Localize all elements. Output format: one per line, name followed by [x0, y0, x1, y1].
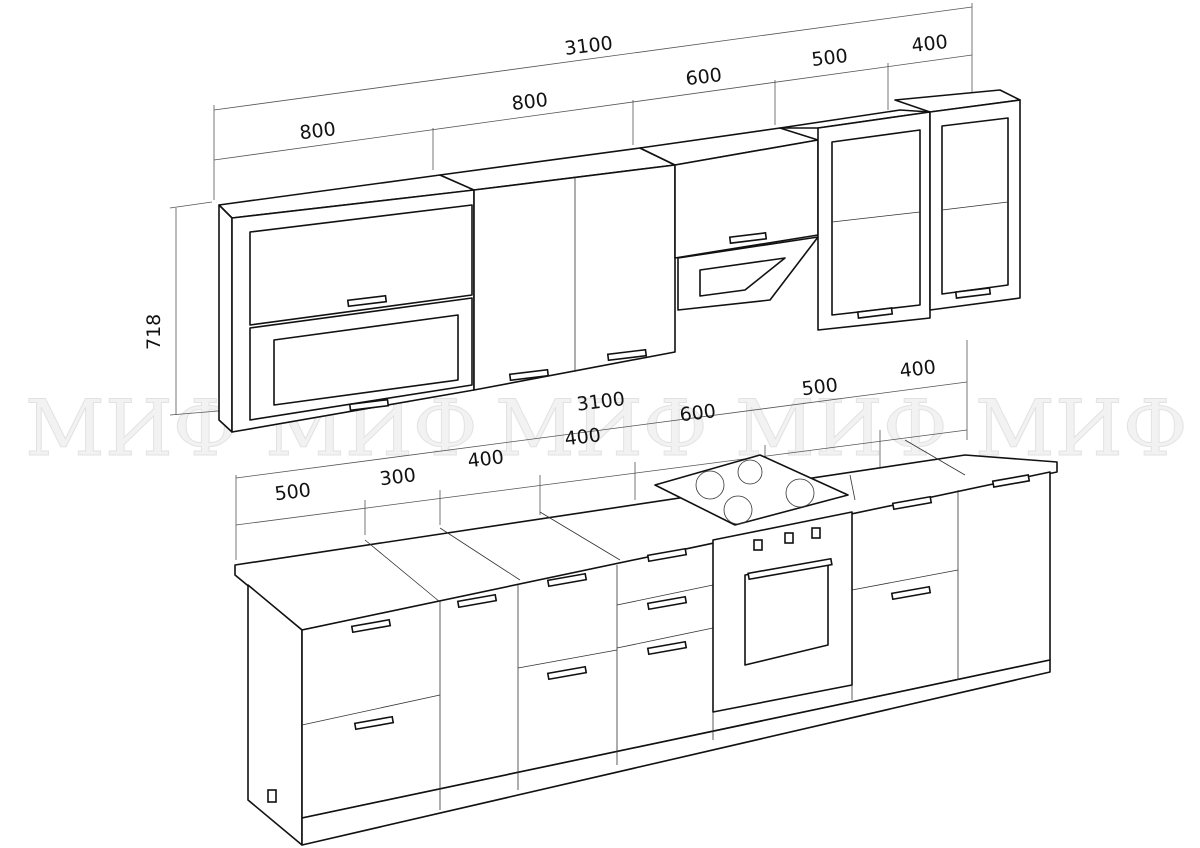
upper-module-width: 600 — [684, 64, 723, 90]
watermark: МИФ МИФ МИФ МИФ МИФ — [25, 384, 1189, 475]
upper-module-width: 800 — [510, 89, 549, 115]
upper-cabinets — [218, 89, 1021, 433]
lower-module-width: 500 — [273, 479, 312, 505]
lower-module-width: 500 — [800, 374, 839, 400]
lower-module-width: 600 — [678, 400, 717, 426]
upper-module-width: 800 — [298, 118, 337, 144]
lower-cabinets — [234, 439, 1058, 846]
upper-dimensions: 3100 800 800 600 500 400 718 — [143, 3, 973, 416]
upper-module-width: 400 — [910, 31, 949, 57]
watermark-text: МИФ — [25, 384, 238, 474]
lower-module-width: 400 — [466, 446, 505, 472]
upper-height: 718 — [143, 314, 165, 350]
upper-total-width: 3100 — [563, 32, 614, 60]
lower-dimensions: 3100 500 300 400 400 600 500 400 — [235, 340, 968, 560]
cabinet-leg — [267, 789, 277, 803]
countertop — [234, 454, 1058, 631]
lower-module-width: 400 — [563, 424, 602, 450]
lower-module-width: 300 — [378, 464, 417, 490]
lower-module-width: 400 — [898, 356, 937, 382]
watermark-text: МИФ — [495, 384, 708, 474]
upper-module-width: 500 — [810, 45, 849, 71]
